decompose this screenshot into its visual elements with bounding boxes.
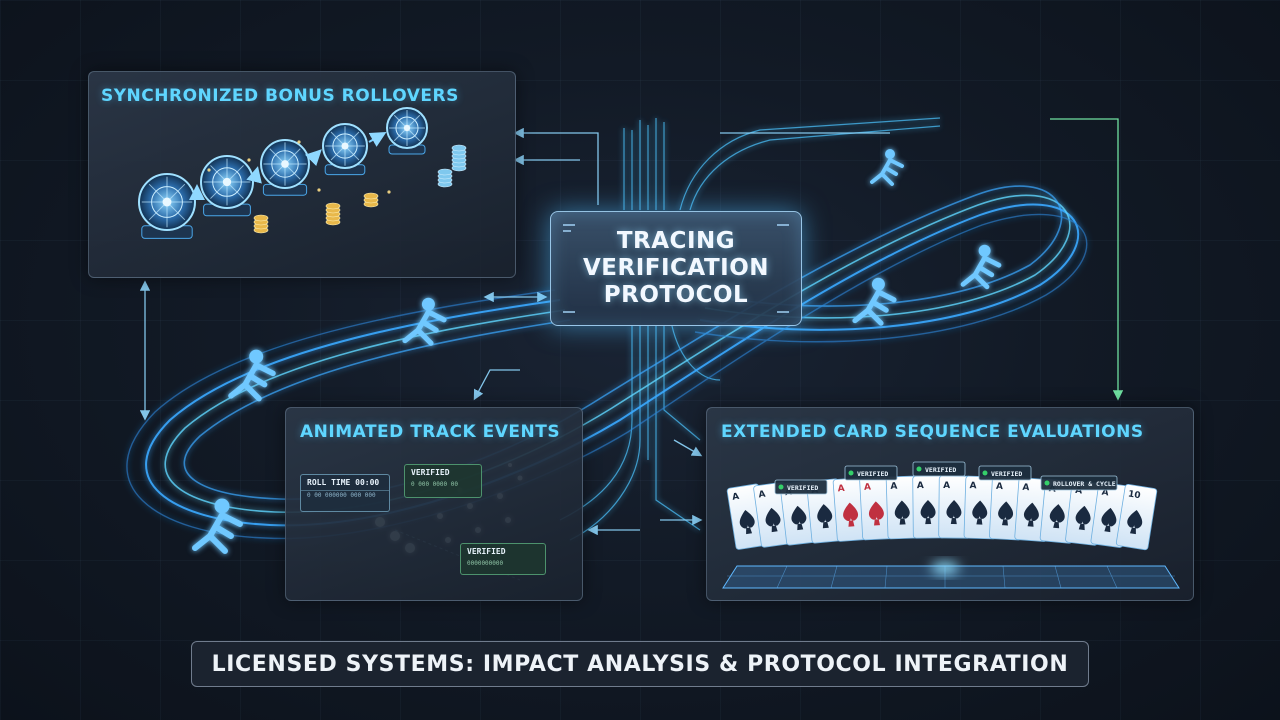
panel-title-track: ANIMATED TRACK EVENTS: [300, 422, 561, 442]
card-rank: A: [996, 482, 1004, 492]
arrow-icon: [304, 149, 322, 167]
card-rank: A: [758, 490, 766, 501]
card-rank: A: [731, 492, 739, 503]
card-rank: A: [1075, 486, 1083, 497]
sparkle: [387, 190, 391, 194]
center-title-line-3: PROTOCOL: [603, 282, 749, 308]
footer-banner: LICENSED SYSTEMS: IMPACT ANALYSIS & PROT…: [191, 641, 1089, 687]
card-table-floor: [722, 562, 1180, 589]
card-rank: A: [890, 482, 897, 492]
card-rank: 10: [1127, 489, 1141, 501]
card-rank: A: [969, 481, 976, 491]
cards-illustration: AAAAAAAAAAAAAAA10 VERIFIEDVERIFIEDVERIFI…: [722, 461, 1180, 589]
card-verified-tag: ROLLOVER & CYCLE: [1040, 475, 1118, 491]
track-tag-label: VERIFIED: [467, 547, 506, 556]
card-rank: A: [864, 483, 872, 493]
card-tag-label: ROLLOVER & CYCLE: [1053, 480, 1116, 488]
runner-icon: [402, 297, 447, 346]
sparkle: [297, 140, 301, 144]
card-rank: A: [837, 484, 845, 494]
card-tag-label: VERIFIED: [857, 470, 888, 478]
card-tag-label: VERIFIED: [925, 466, 956, 474]
card-tag-label: VERIFIED: [787, 484, 818, 492]
track-tag-verified-1: VERIFIED 0 000 0000 00: [404, 464, 482, 498]
spade-card-icon: A: [885, 475, 921, 540]
card-tag-label: VERIFIED: [991, 470, 1022, 478]
sparkle: [207, 168, 211, 172]
card-rank: A: [917, 481, 924, 491]
bonus-rollovers-panel: SYNCHRONIZED BONUS ROLLOVERS: [88, 71, 516, 278]
runner-icon: [852, 277, 897, 326]
card-verified-tag: VERIFIED: [844, 465, 898, 481]
runner-icon: [228, 349, 276, 402]
slot-wheel-icon: [322, 123, 368, 176]
infinity-track: [126, 185, 1088, 540]
card-verified-tag: VERIFIED: [774, 479, 828, 495]
card-rank: A: [1101, 488, 1109, 499]
track-tag-label: ROLL TIME 00:00: [307, 478, 380, 487]
green-connector-arrow: [1050, 118, 1124, 401]
center-title-line-1: TRACING: [616, 228, 736, 254]
arrow-icon: [246, 166, 262, 184]
track-events-panel: ANIMATED TRACK EVENTS ROLL TIME 00:00 0 …: [285, 407, 583, 601]
connector-arrows: [139, 127, 890, 536]
spade-card-icon: 10: [1115, 483, 1158, 551]
center-title-line-2: VERIFICATION: [583, 255, 769, 281]
track-tag-verified-2: VERIFIED 0000000000: [460, 543, 546, 575]
card-rank: A: [943, 481, 950, 491]
track-tag-roll: ROLL TIME 00:00 0 00 000000 000 000: [300, 474, 390, 512]
panel-title-cards: EXTENDED CARD SEQUENCE EVALUATIONS: [721, 422, 1144, 442]
sparkle: [247, 158, 251, 162]
coin-stack-icon: [325, 202, 341, 226]
slot-wheel-icon: [386, 107, 428, 155]
track-tag-sub: 0000000000: [467, 560, 504, 567]
slot-wheel-icon: [138, 173, 196, 239]
center-title-box: TRACING VERIFICATION PROTOCOL: [550, 211, 802, 326]
slot-wheel-icon: [200, 155, 254, 217]
bonus-illustration: [138, 107, 467, 239]
spade-card-icon: A: [938, 475, 972, 539]
slot-wheel-icon: [260, 139, 310, 196]
coin-stack-icon: [253, 214, 269, 234]
runners-group: [192, 149, 1002, 554]
runner-icon: [960, 244, 1002, 290]
track-tag-sub: 0 00 000000 000 000: [301, 490, 389, 500]
sparkle: [317, 188, 321, 192]
runner-icon: [870, 149, 904, 186]
runner-icon: [192, 498, 243, 554]
card-sequence-panel: EXTENDED CARD SEQUENCE EVALUATIONS A A A A A…: [706, 407, 1194, 601]
arrow-icon: [368, 132, 387, 147]
coin-stack-icon: [363, 192, 379, 208]
card-rank: A: [1022, 483, 1030, 493]
panel-title-bonus: SYNCHRONIZED BONUS ROLLOVERS: [101, 86, 459, 106]
card-verified-tag: VERIFIED: [978, 465, 1032, 481]
footer-text: LICENSED SYSTEMS: IMPACT ANALYSIS & PROT…: [211, 651, 1069, 677]
coin-stack-icon: [437, 168, 453, 188]
card-verified-tag: VERIFIED: [912, 461, 966, 477]
track-tag-sub: 0 000 0000 00: [411, 481, 458, 488]
coin-stack-icon: [451, 144, 467, 172]
track-tag-label: VERIFIED: [411, 468, 450, 477]
